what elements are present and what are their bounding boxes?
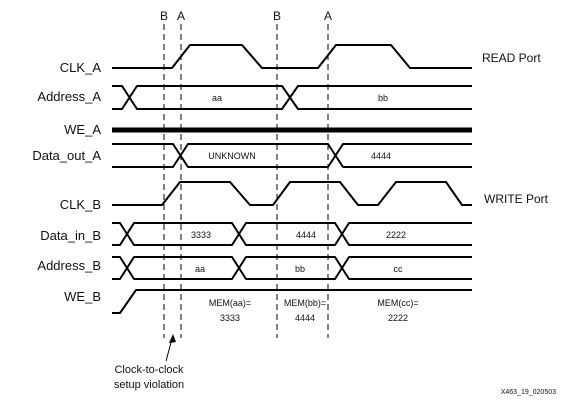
- address-b-value-aa: aa: [195, 264, 205, 274]
- signal-label-data-in-b: Data_in_B: [40, 228, 101, 243]
- read-port-label: READ Port: [482, 51, 541, 65]
- mem-write-cc-label: MEM(cc)=: [377, 298, 418, 308]
- address-a-value-aa: aa: [212, 93, 222, 103]
- mem-write-aa-value: 3333: [220, 313, 240, 323]
- address-a-bus: [112, 85, 472, 110]
- signal-label-we-a: WE_A: [64, 122, 101, 137]
- data-in-b-value-3333: 3333: [191, 230, 211, 240]
- data-in-b-bus: [112, 222, 472, 246]
- signal-label-clk-b: CLK_B: [60, 197, 101, 212]
- marker-label-a1: A: [177, 9, 185, 23]
- mem-write-bb-label: MEM(bb)=: [284, 298, 326, 308]
- signal-label-address-a: Address_A: [37, 89, 101, 104]
- address-b-value-cc: cc: [394, 264, 404, 274]
- mem-write-cc-value: 2222: [388, 313, 408, 323]
- marker-label-a2: A: [324, 9, 332, 23]
- data-out-a-bus: [112, 143, 472, 168]
- data-out-a-value-unknown: UNKNOWN: [208, 151, 256, 161]
- violation-note-line-2: setup violation: [114, 379, 184, 391]
- mem-write-aa-label: MEM(aa)=: [209, 298, 251, 308]
- data-in-b-value-4444: 4444: [296, 230, 316, 240]
- address-b-bus: [112, 256, 472, 280]
- marker-label-b2: B: [273, 9, 281, 23]
- clk-b-waveform: [112, 181, 472, 206]
- signal-label-clk-a: CLK_A: [60, 60, 102, 75]
- violation-arrow-head: [169, 334, 176, 343]
- signal-label-we-b: WE_B: [64, 289, 101, 304]
- signal-label-data-out-a: Data_out_A: [32, 148, 101, 163]
- write-port-label: WRITE Port: [484, 192, 549, 206]
- clk-a-waveform: [112, 44, 472, 69]
- data-out-a-value-4444: 4444: [371, 151, 391, 161]
- signal-label-address-b: Address_B: [37, 258, 101, 273]
- mem-write-bb-value: 4444: [295, 313, 315, 323]
- data-in-b-value-2222: 2222: [386, 230, 406, 240]
- figure-id: X463_19_020503: [501, 389, 556, 396]
- address-b-value-bb: bb: [295, 264, 305, 274]
- we-b-waveform: [112, 289, 472, 314]
- address-a-value-bb: bb: [378, 93, 388, 103]
- marker-label-b1: B: [160, 9, 168, 23]
- violation-note-line-1: Clock-to-clock: [114, 364, 184, 376]
